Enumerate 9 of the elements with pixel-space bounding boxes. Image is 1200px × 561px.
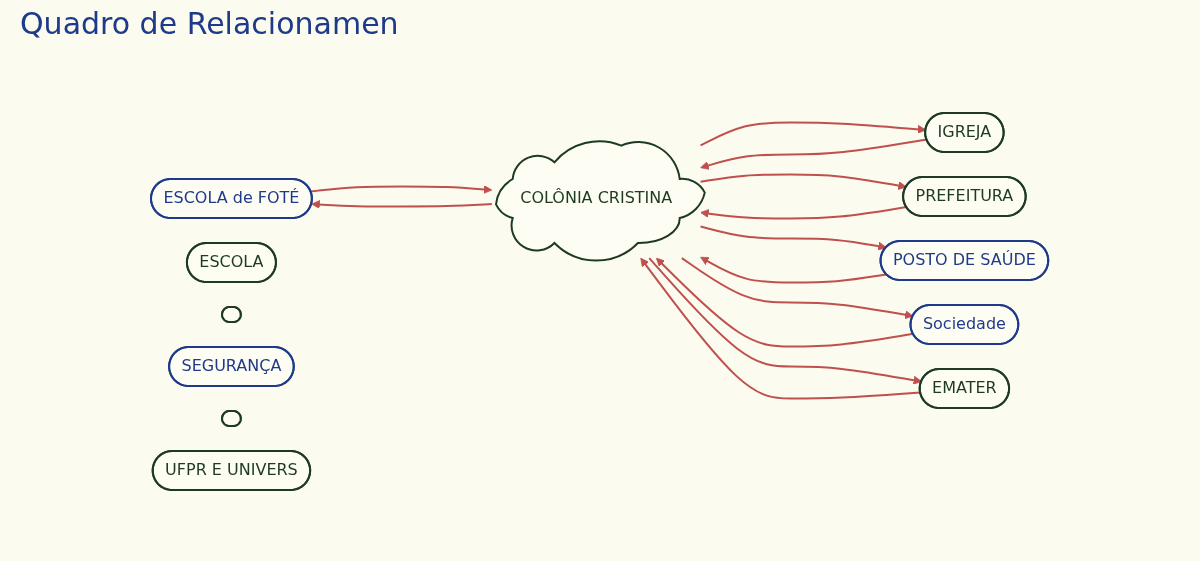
- arrow: [700, 205, 908, 219]
- arrow: [310, 184, 493, 194]
- title: Quadro de Relacionamen: [20, 6, 400, 43]
- arrow: [699, 173, 908, 190]
- arrow: [681, 256, 914, 319]
- arrow: [311, 199, 494, 209]
- arrow: [699, 224, 888, 250]
- arrow: [700, 256, 888, 283]
- arrow: [656, 257, 915, 347]
